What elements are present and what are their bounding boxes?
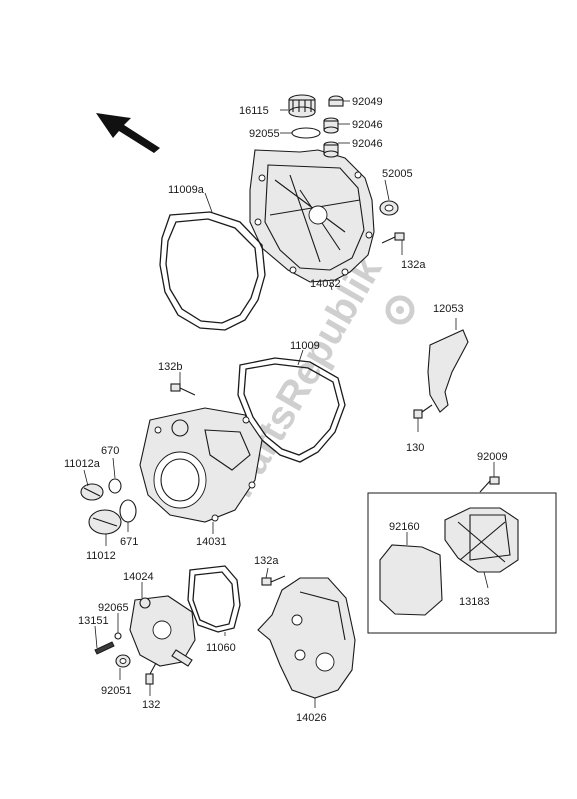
oring-671 (119, 499, 137, 523)
plate-92160 (379, 544, 443, 616)
label-14032: 14032 (310, 278, 341, 290)
label-132a-top: 132a (401, 259, 426, 271)
label-92055: 92055 (249, 128, 280, 140)
label-52005: 52005 (382, 168, 413, 180)
label-11009a: 11009a (168, 184, 205, 196)
label-92046-a: 92046 (352, 119, 383, 131)
label-132b: 132b (158, 361, 182, 373)
oring-92055 (291, 127, 321, 139)
cap-16115 (288, 94, 316, 118)
label-13151: 13151 (78, 615, 109, 627)
label-14024: 14024 (123, 571, 154, 583)
bolt-132a-top (381, 232, 405, 244)
cover-14031 (139, 407, 263, 523)
label-92160: 92160 (389, 521, 420, 533)
label-11060: 11060 (206, 642, 236, 654)
leader-lines (83, 100, 495, 708)
label-130: 130 (406, 442, 424, 454)
plug-11012a (80, 483, 104, 501)
label-14026: 14026 (296, 712, 327, 724)
bolt-132-bottom (145, 662, 157, 685)
gasket-11060 (187, 565, 241, 633)
front-arrow-icon (96, 113, 160, 153)
collar-92046-b (323, 141, 339, 158)
label-11012a: 11012a (64, 458, 101, 470)
label-14031: 14031 (196, 536, 227, 548)
label-92051: 92051 (101, 685, 132, 697)
label-92049: 92049 (352, 96, 383, 108)
seal-52005 (379, 200, 399, 216)
label-671: 671 (120, 536, 138, 548)
label-92009: 92009 (477, 451, 508, 463)
seal-92051 (115, 654, 131, 668)
cover-14026 (257, 577, 356, 699)
screw-13151 (94, 641, 115, 655)
label-132a-mid: 132a (254, 555, 279, 567)
inset-box (367, 492, 557, 634)
plug-11012 (88, 509, 122, 535)
pump-14024 (129, 595, 196, 667)
cover-14032 (249, 149, 375, 283)
label-13183: 13183 (459, 596, 490, 608)
guard-13183 (444, 507, 519, 573)
part-labels: 16115 92049 92046 92055 92046 52005 1100… (64, 96, 508, 724)
guard-12053 (427, 329, 469, 413)
bolt-130 (413, 404, 433, 419)
label-12053: 12053 (433, 303, 464, 315)
label-16115: 16115 (239, 105, 269, 117)
label-92065: 92065 (98, 602, 129, 614)
label-92046-b: 92046 (352, 138, 383, 150)
gear-icon (385, 295, 415, 325)
oring-670 (108, 478, 122, 494)
washer-92065 (114, 632, 122, 640)
bolt-132b (170, 383, 196, 396)
plug-92049 (328, 95, 344, 107)
gasket-11009a (159, 211, 266, 331)
bolt-92009 (479, 476, 500, 493)
collar-92046-a (323, 117, 339, 134)
label-11009: 11009 (290, 340, 320, 352)
label-11012: 11012 (86, 550, 116, 562)
bolt-132a-mid (261, 575, 286, 586)
label-670: 670 (101, 445, 119, 457)
label-132: 132 (142, 699, 160, 711)
